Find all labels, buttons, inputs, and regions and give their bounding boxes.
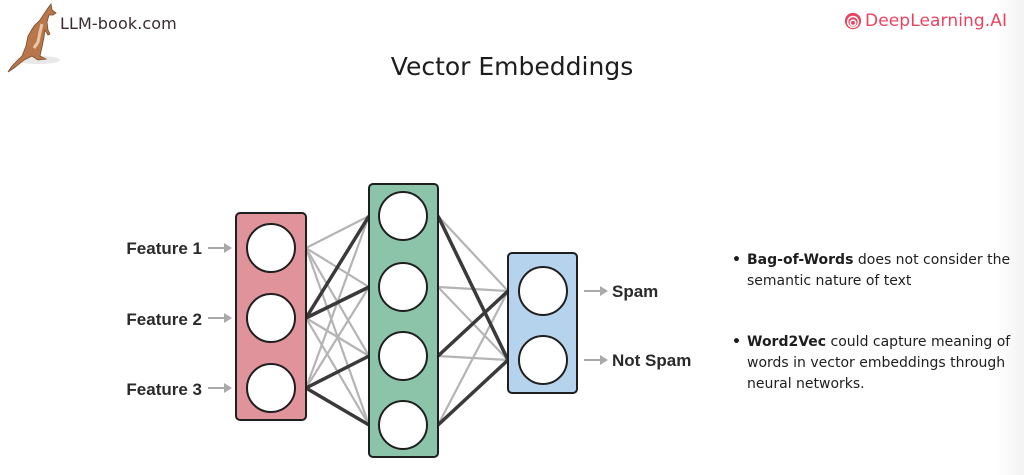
input-arrow-icon-2	[208, 313, 232, 323]
weak-edge-hidden-0-output-0	[437, 215, 509, 292]
note-description: could capture meaning of words in vector…	[747, 334, 1011, 392]
llm-book-brand: LLM-book.com	[60, 14, 177, 33]
bullet-icon: •	[732, 252, 741, 268]
strong-edge-input-2-hidden-3	[305, 386, 370, 427]
input-label-feature-3: Feature 3	[126, 380, 202, 399]
strong-edge-input-1-hidden-1	[305, 285, 370, 320]
connection-edges	[304, 215, 510, 427]
input-node-2	[246, 293, 296, 343]
hidden-layer-box	[368, 183, 439, 458]
hidden-node-1	[378, 191, 428, 241]
strong-edge-hidden-0-output-1	[436, 215, 510, 361]
strong-edge-hidden-3-output-1	[436, 358, 510, 427]
slide-title: Vector Embeddings	[390, 52, 634, 81]
note-text: Word2Vec could capture meaning of words …	[747, 332, 1017, 395]
input-label-feature-1: Feature 1	[126, 239, 202, 258]
input-node-1	[246, 223, 296, 273]
output-node-2	[518, 335, 568, 385]
output-label-not-spam: Not Spam	[612, 351, 691, 370]
strong-edge-input-2-hidden-2	[305, 354, 370, 390]
output-node-1	[518, 266, 568, 316]
note-word2vec: • Word2Vec could capture meaning of word…	[732, 332, 1017, 395]
output-arrow-icon-2	[584, 355, 608, 365]
input-label-feature-2: Feature 2	[126, 310, 202, 329]
llm-book-logo	[4, 2, 204, 77]
weak-edge-input-0-hidden-0	[305, 215, 370, 249]
weak-edge-hidden-3-output-0	[437, 290, 509, 426]
io-labels: Feature 1 Feature 2 Feature 3 Spam Not S…	[126, 239, 691, 399]
note-text: Bag-of-Words does not consider the seman…	[747, 250, 1017, 292]
input-node-3	[246, 363, 296, 413]
note-term: Bag-of-Words	[747, 252, 854, 268]
weak-edge-input-2-hidden-1	[305, 286, 370, 389]
deeplearning-ai-label: DeepLearning.AI	[865, 11, 1008, 31]
hidden-node-3	[378, 331, 428, 381]
bullet-icon: •	[732, 334, 741, 350]
note-bag-of-words: • Bag-of-Words does not consider the sem…	[732, 250, 1017, 292]
note-description: does not consider the semantic nature of…	[747, 252, 1011, 289]
kangaroo-icon	[7, 3, 60, 73]
neuron-nodes	[246, 191, 568, 450]
strong-edge-hidden-2-output-0	[436, 289, 510, 358]
strong-edge-input-1-hidden-0	[304, 215, 371, 319]
input-arrow-icon-1	[208, 243, 232, 253]
note-term: Word2Vec	[747, 334, 827, 350]
deeplearning-ai-brand: DeepLearning.AI	[844, 11, 1007, 31]
output-arrow-icon-1	[584, 286, 608, 296]
input-arrow-icon-3	[208, 383, 232, 393]
output-label-spam: Spam	[612, 282, 658, 301]
notes-list: • Bag-of-Words does not consider the sem…	[732, 250, 1017, 395]
hidden-node-2	[378, 262, 428, 312]
hidden-node-4	[378, 400, 428, 450]
deeplearning-ai-logo-icon	[844, 12, 862, 30]
io-arrows	[208, 243, 608, 393]
page-edge-shade	[994, 0, 1024, 475]
